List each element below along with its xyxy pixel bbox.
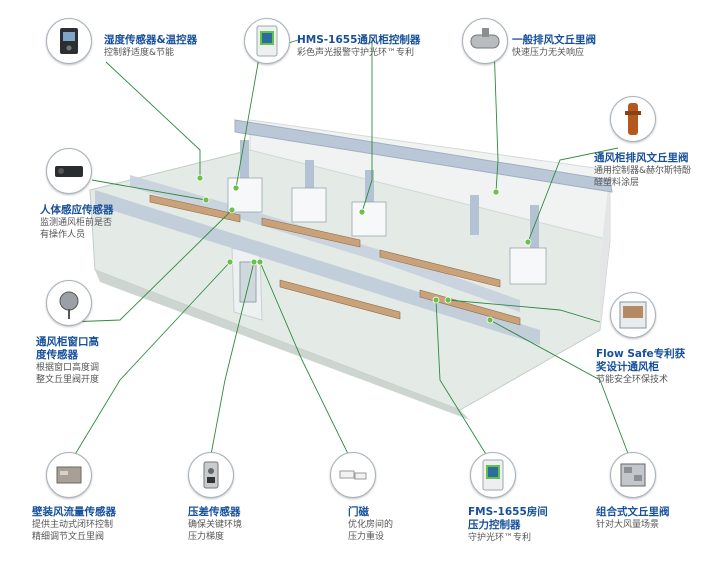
callout-humidity: 湿度传感器&温控器 控制舒适度&节能 — [104, 34, 197, 59]
callout-title: 湿度传感器&温控器 — [104, 34, 198, 46]
lab-floor-shadow — [95, 270, 470, 420]
callout-sash: 通风柜窗口高 度传感器 根据窗口高度调 整文丘里阀开度 — [36, 336, 99, 386]
leader-line — [489, 319, 633, 465]
callout-desc: 提供主动式闭环控制 — [32, 520, 114, 530]
callout-desc: 守护光环™专利 — [468, 533, 532, 543]
callout-desc: 有操作人员 — [40, 230, 86, 240]
connection-dots — [196, 174, 532, 324]
callout-desc: 监测通风柜前是否 — [40, 218, 113, 228]
leader-line — [67, 209, 233, 323]
leader-line — [447, 299, 601, 323]
callout-title: HMS-1655通风柜控制器 — [297, 34, 421, 46]
controller-icon — [244, 18, 290, 64]
callout-presence: 人体感应传感器 监测通风柜前是否 有操作人员 — [40, 204, 114, 241]
callout-title: 压差传感器 — [188, 506, 241, 518]
callout-title: 人体感应传感器 — [40, 204, 114, 216]
duct-drop — [305, 160, 314, 190]
callout-desc: 确保关键环境 — [188, 520, 243, 530]
lab-door — [239, 261, 257, 303]
callout-title: 度传感器 — [36, 349, 78, 361]
callout-title: 门磁 — [348, 506, 369, 518]
callout-desc: 整文丘里阀开度 — [36, 375, 100, 385]
presence-sensor-icon — [46, 148, 92, 194]
callout-desc: 节能安全环保技术 — [596, 375, 669, 385]
sash-sensor-icon — [46, 280, 92, 326]
duct-drop — [470, 195, 479, 235]
leader-line — [91, 179, 207, 201]
main-duct-top — [234, 119, 613, 193]
leader-line — [209, 261, 255, 461]
callout-door: 门磁 优化房间的 压力重设 — [348, 506, 393, 543]
callout-desc: 精细调节文丘里阀 — [32, 532, 105, 542]
callout-flowsafe: Flow Safe专利获 奖设计通风柜 节能安全环保技术 — [596, 348, 685, 386]
leader-line — [259, 261, 353, 463]
callout-desc: 醛塑料涂层 — [594, 178, 640, 188]
fume-hoods — [227, 177, 547, 285]
callout-title: 一般排风文丘里阀 — [512, 34, 596, 46]
callout-title: 奖设计通风柜 — [596, 361, 659, 373]
flow-sensor-icon — [46, 452, 92, 498]
callout-desc: 压力重设 — [348, 532, 385, 542]
callout-desc: 快速压力无关响应 — [512, 48, 585, 58]
callout-desc: 彩色声光报警守护光环™专利 — [297, 48, 415, 58]
side-duct — [130, 175, 520, 312]
leader-line — [361, 40, 373, 213]
callout-desc: 优化房间的 — [348, 520, 394, 530]
callout-title: Flow Safe专利获 — [596, 348, 686, 360]
thermostat-icon — [46, 18, 92, 64]
combo-valve-icon — [610, 452, 656, 498]
main-duct-floor — [95, 190, 540, 345]
callout-desc: 控制舒适度&节能 — [104, 48, 175, 58]
valve-icon — [462, 18, 508, 64]
right-wall — [600, 170, 610, 330]
callout-pressure: 压差传感器 确保关键环境 压力梯度 — [188, 506, 242, 543]
duct-drop — [530, 205, 539, 250]
exhaust-valve-icon — [610, 96, 656, 142]
callout-fms: FMS-1655房间 压力控制器 守护光环™专利 — [468, 506, 548, 544]
callout-desc: 通用控制器&赫尔斯特酚 — [594, 166, 692, 176]
leader-line — [435, 299, 493, 465]
leader-line — [493, 43, 499, 193]
callout-hms: HMS-1655通风柜控制器 彩色声光报警守护光环™专利 — [297, 34, 420, 59]
leader-line — [105, 61, 201, 178]
callout-desc: 针对大风量场景 — [596, 520, 660, 530]
callout-wallflow: 壁装风流量传感器 提供主动式闭环控制 精细调节文丘里阀 — [32, 506, 116, 543]
callout-combo: 组合式文丘里阀 针对大风量场景 — [596, 506, 670, 531]
door-magnet-icon — [330, 452, 376, 498]
pressure-sensor-icon — [188, 452, 234, 498]
callout-exhaust: 通风柜排风文丘里阀 通用控制器&赫尔斯特酚 醛塑料涂层 — [594, 152, 691, 189]
callout-valve: 一般排风文丘里阀 快速压力无关响应 — [512, 34, 596, 59]
leader-line — [527, 147, 619, 243]
callout-title: FMS-1655房间 — [468, 506, 548, 518]
fume-hood-icon — [610, 292, 656, 338]
callout-title: 通风柜窗口高 — [36, 336, 99, 348]
duct-drop — [240, 140, 249, 180]
callout-desc: 根据窗口高度调 — [36, 363, 100, 373]
room-controller-icon — [470, 452, 516, 498]
callout-title: 通风柜排风文丘里阀 — [594, 152, 689, 164]
leader-line — [67, 261, 231, 467]
callout-title: 壁装风流量传感器 — [32, 506, 116, 518]
callout-title: 压力控制器 — [468, 519, 521, 531]
callout-desc: 压力梯度 — [188, 532, 225, 542]
callout-title: 组合式文丘里阀 — [596, 506, 670, 518]
